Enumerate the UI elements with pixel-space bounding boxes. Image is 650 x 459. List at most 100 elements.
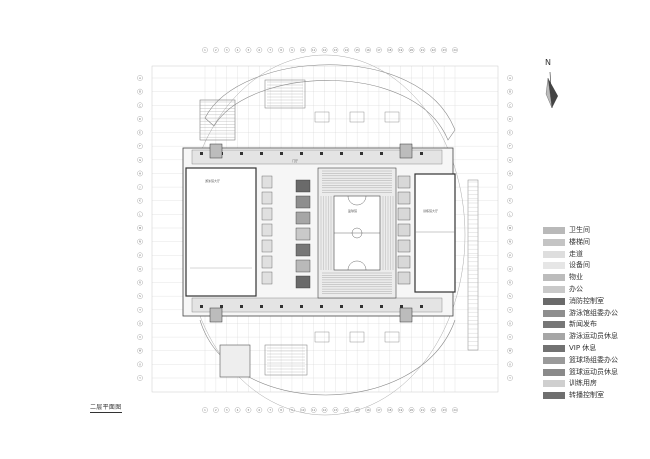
axis-bubble-label: V (509, 335, 511, 339)
axis-bubble-label: 1 (204, 408, 206, 412)
axis-bubble (137, 320, 143, 327)
axis-bubble-label: 8 (280, 48, 282, 52)
axis-bubble (507, 225, 513, 231)
structural-column (280, 305, 283, 308)
room-block (397, 223, 411, 237)
court-key-top (347, 195, 367, 206)
axis-bubble-label: 10 (301, 48, 305, 52)
structural-column (260, 152, 263, 155)
room-block (397, 191, 411, 205)
axis-bubble-label: 23 (442, 48, 446, 52)
structural-column (420, 152, 423, 155)
legend-label: 转播控制室 (569, 391, 604, 400)
structural-column (220, 305, 223, 308)
legend-swatch (543, 345, 565, 352)
axis-bubble-label: M (139, 226, 141, 230)
exterior-room (314, 331, 330, 343)
axis-bubble (137, 211, 143, 218)
axis-bubble-label: R (139, 281, 141, 285)
swimming-hall-label: 游泳馆大厅 (205, 178, 220, 183)
top-entrance-block (264, 79, 306, 109)
axis-bubble (376, 47, 382, 53)
axis-bubble-label: S (509, 294, 511, 298)
legend-item: 楼梯间 (543, 238, 650, 247)
axis-bubble-label: 6 (259, 48, 261, 52)
stair-block (199, 99, 236, 141)
axis-bubble-label: S (139, 294, 141, 298)
axis-bubble (332, 47, 339, 53)
axis-bubble (365, 407, 371, 413)
legend-label: 游泳运动员休息 (569, 332, 618, 341)
axis-bubble-label: 3 (226, 48, 228, 52)
axis-bubble-label: N (139, 240, 141, 244)
exterior-room (349, 331, 365, 343)
axis-bubble (386, 407, 393, 413)
axis-bubble (507, 279, 513, 286)
legend-label: 走道 (569, 249, 583, 258)
structural-column (340, 305, 343, 308)
axis-bubble (137, 102, 143, 109)
axis-bubble (507, 197, 513, 204)
room-block (397, 207, 411, 221)
axis-bubble-label: K (509, 199, 511, 203)
legend-label: 办公 (569, 285, 583, 293)
structural-column (280, 152, 283, 155)
axis-bubble (137, 129, 143, 136)
legend-label: 设备间 (569, 261, 590, 270)
axis-bubble-label: N (509, 240, 511, 244)
swimming-hall (185, 167, 257, 297)
axis-bubble (441, 407, 447, 413)
axis-bubble-label: G (509, 158, 511, 162)
axis-bubble (507, 238, 513, 245)
axis-bubbles: 1122334455667788991010111112121313141415… (137, 47, 513, 413)
room-block (261, 223, 273, 237)
axis-bubble (321, 47, 328, 53)
axis-bubble-label: J (139, 185, 141, 189)
north-label: N (545, 58, 551, 67)
axis-bubble-label: G (139, 158, 141, 162)
axis-bubble (507, 211, 513, 218)
axis-bubble-label: 13 (334, 408, 338, 412)
axis-bubble (507, 252, 513, 259)
legend-swatch (543, 238, 565, 246)
structural-column (240, 305, 243, 308)
structural-column (300, 152, 303, 155)
axis-bubble-label: V (139, 335, 141, 339)
legend-item: 卫生间 (543, 226, 650, 235)
axis-bubble-label: Q (509, 267, 511, 271)
north-corridor (191, 149, 443, 165)
axis-bubble (137, 157, 143, 163)
structural-column (200, 152, 203, 155)
axis-bubble-label: 22 (432, 48, 436, 52)
axis-bubble-label: C (509, 103, 511, 107)
legend-label: 消防控制室 (569, 296, 604, 305)
axis-bubble-label: A (509, 76, 511, 80)
basketball-label: 篮球馆 (348, 208, 357, 213)
legend-swatch (543, 380, 565, 388)
axis-bubble-label: 21 (421, 408, 425, 412)
axis-bubble-label: 18 (388, 408, 392, 412)
axis-bubble-label: L (509, 212, 511, 216)
axis-bubble (137, 88, 143, 95)
axis-bubble-label: B (509, 90, 511, 94)
room-block (261, 191, 273, 205)
structural-column (200, 305, 203, 308)
axis-bubble-label: Y (139, 376, 141, 380)
axis-bubble-label: 24 (453, 48, 457, 52)
training-hall-label: 训练馆大厅 (423, 208, 438, 213)
legend-item: 消防控制室 (543, 297, 650, 306)
axis-bubble-label: E (509, 131, 511, 135)
stair-core (399, 307, 413, 323)
axis-bubble-label: W (509, 349, 512, 353)
legend-label: 物业 (569, 273, 583, 282)
axis-bubble-label: 20 (410, 408, 414, 412)
axis-bubble (419, 47, 426, 53)
court-key-bottom (347, 260, 367, 271)
room-block (295, 211, 311, 225)
structural-column (420, 305, 423, 308)
axis-bubble-label: 22 (432, 408, 436, 412)
axis-bubble (507, 75, 513, 81)
structural-column (360, 152, 363, 155)
axis-bubble-label: 16 (366, 408, 370, 412)
axis-bubble (321, 407, 328, 413)
